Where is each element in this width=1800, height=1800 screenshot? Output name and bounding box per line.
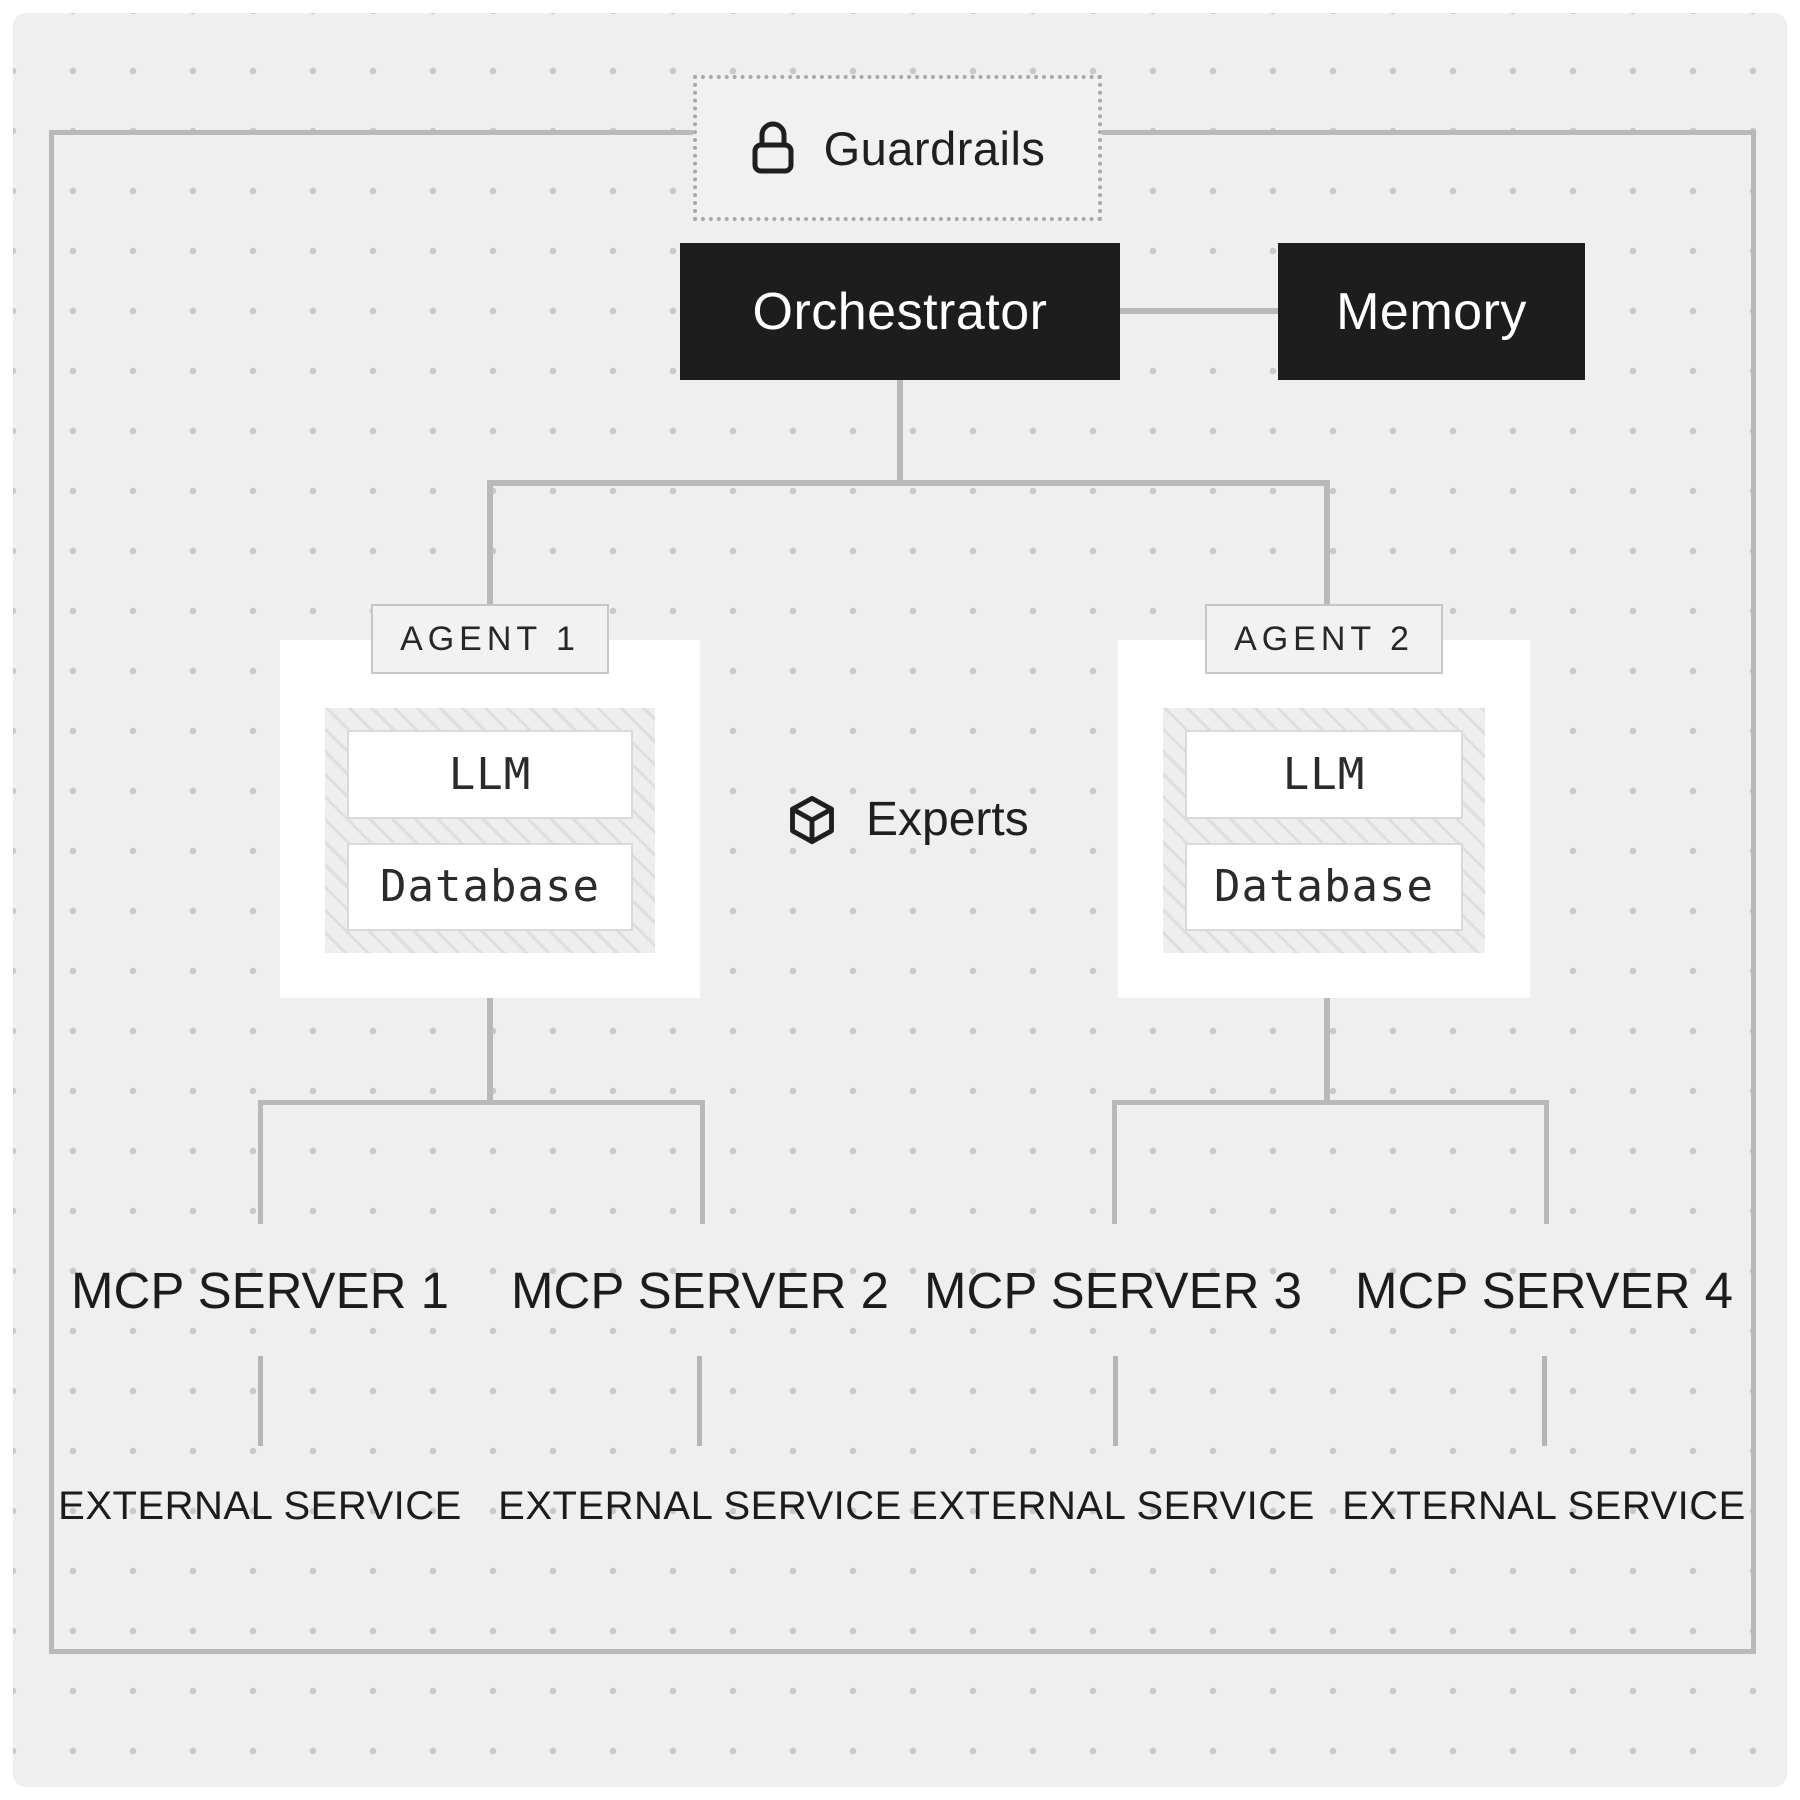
guardrails-node: Guardrails [693, 75, 1102, 221]
external-service-1-label: EXTERNAL SERVICE [58, 1484, 462, 1528]
orchestrator-label: Orchestrator [752, 282, 1048, 341]
guardrails-label: Guardrails [823, 121, 1046, 175]
connector-to-mcp-1 [258, 1100, 263, 1224]
connector-agent2-down [1324, 998, 1330, 1105]
agent-2-llm: LLM [1185, 730, 1463, 819]
connector-mcp2-external [697, 1356, 702, 1446]
connector-agent1-down [487, 998, 493, 1105]
connector-orchestrator-memory [1120, 308, 1278, 314]
connector-to-mcp-4 [1544, 1100, 1549, 1224]
connector-agent2-branch [1112, 1100, 1549, 1105]
connector-mcp1-external [258, 1356, 263, 1446]
external-service-3-label: EXTERNAL SERVICE [911, 1484, 1315, 1528]
connector-agents-branch [487, 480, 1330, 486]
experts-annotation: Experts [786, 792, 1029, 847]
mcp-server-1-label: MCP SERVER 1 [71, 1262, 449, 1319]
connector-to-mcp-3 [1112, 1100, 1117, 1224]
cube-icon [786, 794, 838, 846]
experts-label: Experts [866, 793, 1029, 846]
agent-2-database: Database [1185, 842, 1463, 931]
external-service-4-label: EXTERNAL SERVICE [1342, 1484, 1746, 1528]
mcp-server-2-label: MCP SERVER 2 [511, 1262, 889, 1319]
connector-mcp3-external [1113, 1356, 1118, 1446]
agent-2-node: AGENT 2 LLM Database [1118, 604, 1530, 998]
memory-label: Memory [1336, 282, 1527, 341]
agent-1-database: Database [347, 842, 633, 931]
agent-1-title: AGENT 1 [371, 604, 609, 674]
mcp-server-4-label: MCP SERVER 4 [1355, 1262, 1733, 1319]
connector-orchestrator-down [897, 380, 903, 483]
connector-mcp4-external [1542, 1356, 1547, 1446]
connector-to-agent-2 [1324, 480, 1330, 606]
lock-icon [750, 121, 796, 175]
connector-to-mcp-2 [700, 1100, 705, 1224]
connector-agent1-branch [258, 1100, 705, 1105]
external-service-2-label: EXTERNAL SERVICE [498, 1484, 902, 1528]
mcp-server-3-label: MCP SERVER 3 [924, 1262, 1302, 1319]
orchestrator-node: Orchestrator [680, 243, 1120, 380]
connector-to-agent-1 [487, 480, 493, 606]
memory-node: Memory [1278, 243, 1585, 380]
agent-1-node: AGENT 1 LLM Database [280, 604, 700, 998]
agent-2-internals: LLM Database [1163, 708, 1485, 953]
agent-2-title: AGENT 2 [1205, 604, 1443, 674]
agent-1-llm: LLM [347, 730, 633, 819]
agent-1-internals: LLM Database [325, 708, 655, 953]
